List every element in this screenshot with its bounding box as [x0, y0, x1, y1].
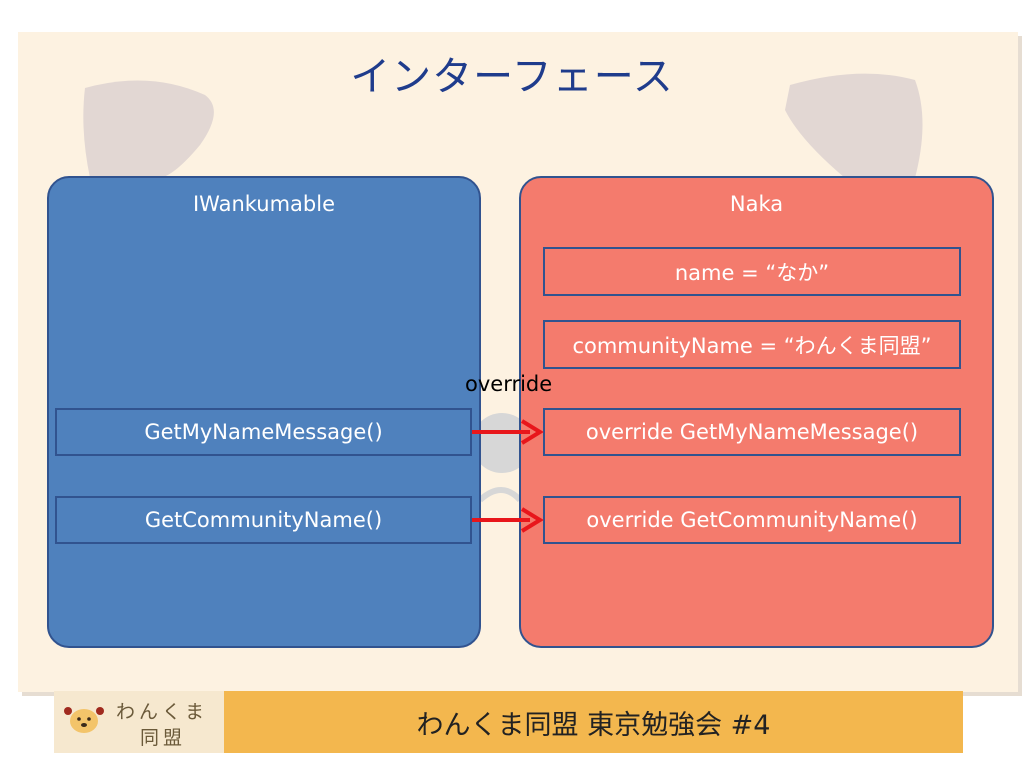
footer-logo: わんくま 同盟	[54, 691, 224, 753]
footer-bar: わんくま 同盟 わんくま同盟 東京勉強会 #4	[54, 691, 963, 753]
arrow-getmynamemessage	[472, 419, 544, 445]
right-ear-shape	[785, 73, 923, 178]
slide-title: インターフェース	[350, 54, 674, 100]
interface-method-getmynamemessage: GetMyNameMessage()	[55, 408, 472, 456]
left-ear-shape	[83, 80, 214, 178]
interface-title: IWankumable	[192, 192, 336, 216]
logo-text-line1: わんくま	[116, 701, 209, 723]
class-method-getmynamemessage: override GetMyNameMessage()	[543, 408, 961, 456]
center-figure-shape	[472, 413, 532, 473]
logo-text-line2: 同盟	[140, 727, 187, 749]
arrow-getcommunityname	[472, 507, 544, 533]
interface-method-getcommunityname: GetCommunityName()	[55, 496, 472, 544]
field-name: name = “なか”	[543, 247, 961, 296]
bear-logo-icon	[64, 707, 104, 733]
field-community-name: communityName = “わんくま同盟”	[543, 320, 961, 369]
footer-title: わんくま同盟 東京勉強会 #4	[416, 709, 771, 741]
center-figure-body	[477, 487, 523, 503]
override-label: override	[465, 372, 553, 396]
class-method-getcommunityname: override GetCommunityName()	[543, 496, 961, 544]
class-title: Naka	[729, 192, 784, 216]
